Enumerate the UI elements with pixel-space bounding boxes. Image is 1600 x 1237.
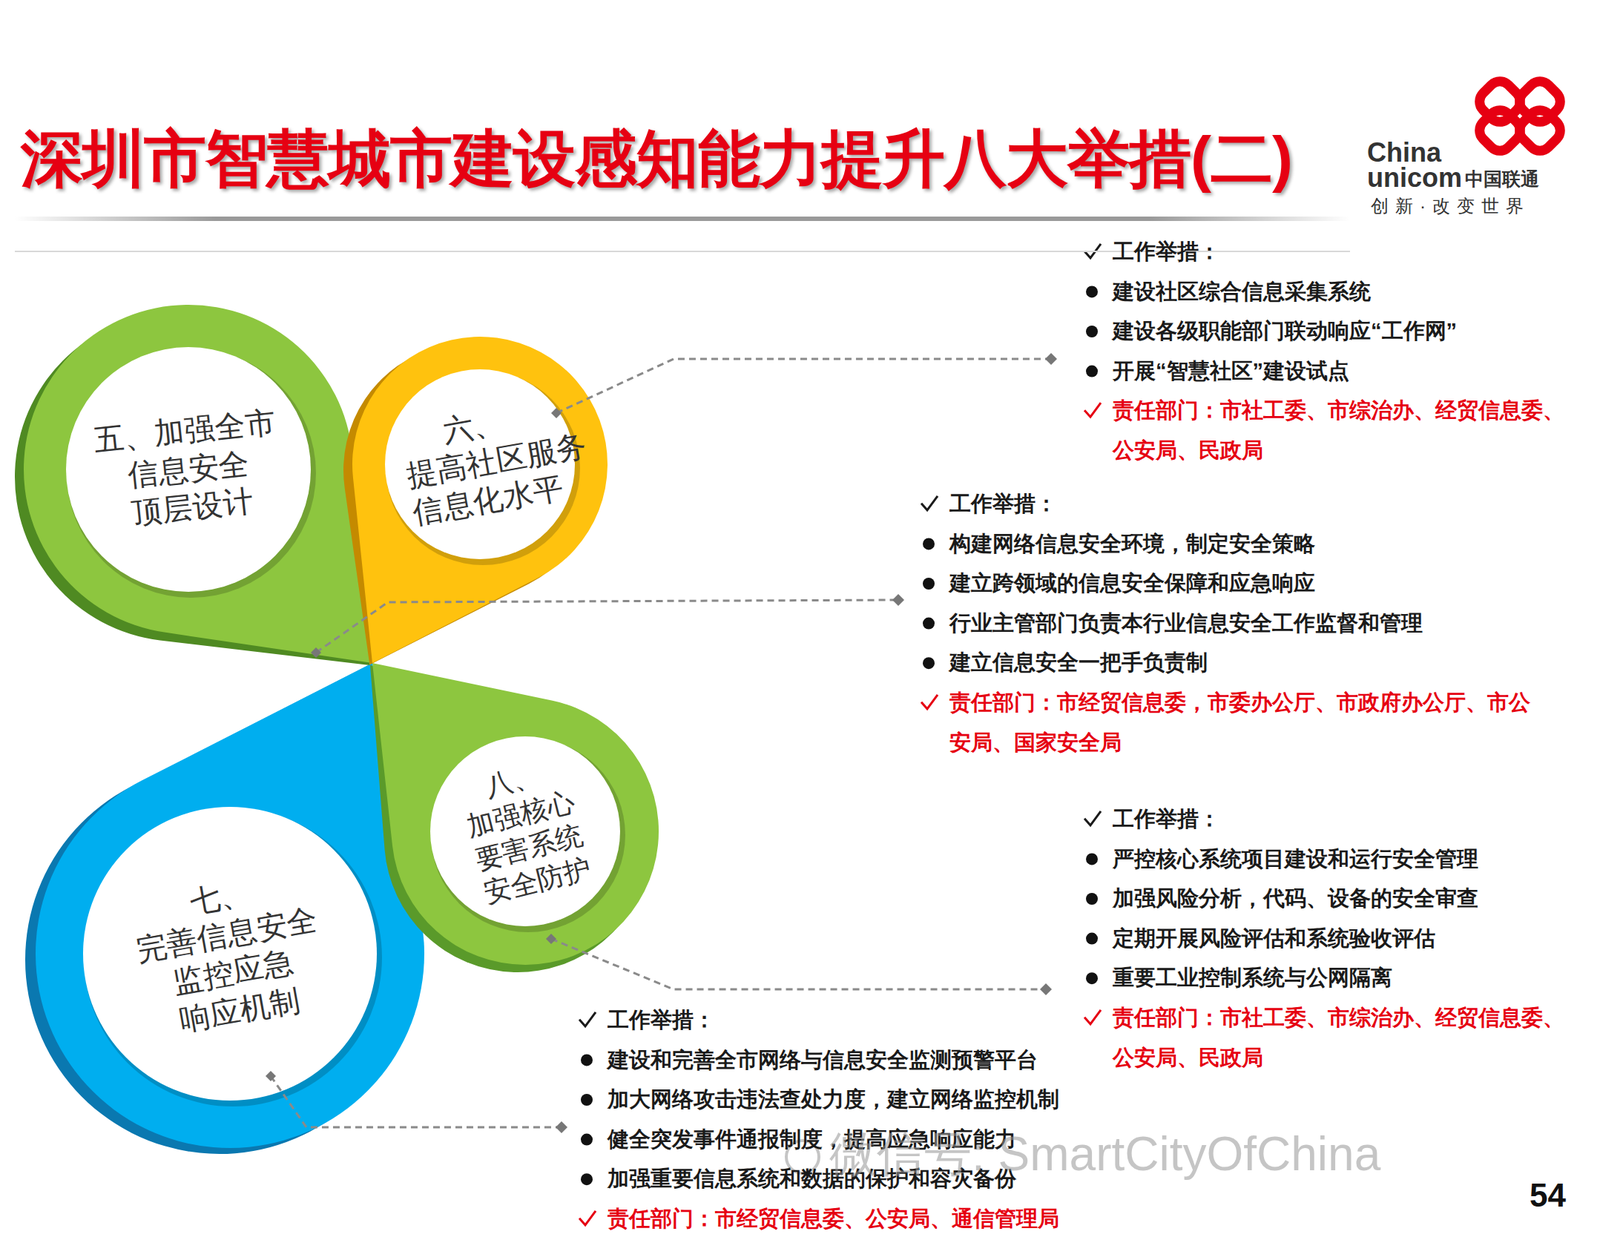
- leader-end: [551, 407, 562, 419]
- check-mark: [1084, 1010, 1101, 1025]
- responsible-text: 责任部门：市经贸信息委，市委办公厅、市政府办公厅、市公安局、国家安全局: [949, 683, 1551, 763]
- bullet-dot: [1085, 365, 1098, 378]
- bullet-dot: [922, 657, 935, 670]
- measures-heading: 工作举措：: [1112, 799, 1573, 840]
- logo-text: 中国联通: [1464, 169, 1540, 189]
- bullet-dot: [580, 1173, 593, 1186]
- bullet-text: 加强风险分析，代码、设备的安全审查: [1112, 878, 1573, 920]
- leader-line: [551, 939, 1046, 990]
- bullet-dot: [580, 1054, 593, 1066]
- bullet-dot: [922, 617, 935, 630]
- page-number: 54: [1529, 1176, 1566, 1216]
- bullet-text: 开展“智慧社区”建设试点: [1112, 351, 1573, 392]
- responsible-text: 责任部门：市经贸信息委、公安局、通信管理局: [607, 1199, 1142, 1237]
- bullet-dot: [1085, 285, 1098, 298]
- logo-text: China: [1367, 139, 1442, 167]
- leader-end: [892, 594, 905, 607]
- petal-node: 七、完善信息安全 监控应急 响应机制: [85, 809, 375, 1099]
- center-circle: [430, 736, 621, 927]
- bullet-text: 重要工业控制系统与公网隔离: [1112, 958, 1573, 999]
- leader-end: [1039, 983, 1052, 996]
- bullet-dot: [1085, 325, 1098, 338]
- check-mark: [921, 695, 938, 710]
- center-circle: [384, 369, 575, 560]
- bullet-text: 建设社区综合信息采集系统: [1112, 272, 1573, 313]
- responsible-text: 责任部门：市社工委、市综治办、经贸信息委、公安局、民政局: [1112, 998, 1573, 1078]
- leader-end: [1045, 353, 1058, 365]
- bullet-text: 加大网络攻击违法查处力度，建立网络监控机制: [607, 1080, 1142, 1121]
- node-text: 七、完善信息安全 监控应急 响应机制: [103, 858, 357, 1049]
- leader-line: [270, 1076, 562, 1128]
- check-mark: [579, 1012, 596, 1027]
- bullet-dot: [580, 1094, 593, 1106]
- logo-slogan: 创新·改变世界: [1370, 197, 1531, 216]
- measures-heading: 工作举措：: [949, 484, 1551, 525]
- leader-line: [315, 600, 899, 653]
- bullet-dot: [1085, 893, 1098, 905]
- check-mark: [579, 1211, 596, 1226]
- bullet-text: 建立信息安全一把手负责制: [949, 643, 1551, 684]
- check-mark: [1084, 811, 1101, 826]
- check-mark: [921, 496, 938, 511]
- bullet-text: 建设和完善全市网络与信息安全监测预警平台: [607, 1040, 1142, 1081]
- check-mark: [1084, 402, 1101, 417]
- leader-end: [545, 933, 557, 945]
- center-circle: [66, 347, 311, 592]
- leader-line: [556, 359, 1052, 414]
- unicom-knot: [1474, 76, 1566, 156]
- node-text: 八、加强核心 要害系统 安全防护: [436, 746, 614, 917]
- bullet-text: 建立跨领域的信息安全保障和应急响应: [949, 563, 1551, 604]
- node-text: 六、提高社区服务 信息化水平: [396, 395, 564, 534]
- bullet-text: 建设各级职能部门联动响应“工作网”: [1112, 311, 1573, 352]
- petal-shape: [23, 304, 373, 664]
- leader-end: [265, 1071, 276, 1082]
- bullet-dot: [1085, 972, 1098, 985]
- bullet-text: 定期开展风险评估和系统验收评估: [1112, 919, 1573, 960]
- node-text: 五、加强全市 信息安全 顶层设计: [87, 402, 291, 537]
- petal-node: 六、提高社区服务 信息化水平: [386, 370, 574, 558]
- bullet-dot: [580, 1134, 593, 1147]
- bullet-text: 严控核心系统项目建设和运行安全管理: [1112, 839, 1573, 880]
- bullet-dot: [1085, 853, 1098, 865]
- measures-heading: 工作举措：: [1112, 232, 1573, 273]
- leader-end: [555, 1121, 568, 1134]
- petal-shape: [352, 336, 608, 664]
- measures-heading: 工作举措：: [607, 1000, 1142, 1041]
- title: 深圳市智慧城市建设感知能力提升八大举措(二): [20, 117, 1293, 202]
- title-rule: [14, 216, 1351, 222]
- petal-shape: [35, 663, 425, 1149]
- bullet-dot: [1085, 933, 1098, 946]
- bullet-text: 构建网络信息安全环境，制定安全策略: [949, 524, 1551, 565]
- bullet-text: 行业主管部门负责本行业信息安全工作监督和管理: [949, 603, 1551, 644]
- leader-end: [310, 647, 322, 658]
- bullet-dot: [922, 537, 935, 550]
- responsible-text: 责任部门：市社工委、市综治办、经贸信息委、公安局、民政局: [1112, 390, 1573, 471]
- center-circle: [83, 807, 377, 1101]
- bullet-dot: [922, 577, 935, 590]
- petal-shape: [372, 663, 659, 966]
- logo-text: unicom: [1367, 164, 1463, 192]
- petal-node: 五、加强全市 信息安全 顶层设计: [74, 355, 303, 584]
- watermark: 微信号: SmartCityOfChina: [829, 1126, 1381, 1184]
